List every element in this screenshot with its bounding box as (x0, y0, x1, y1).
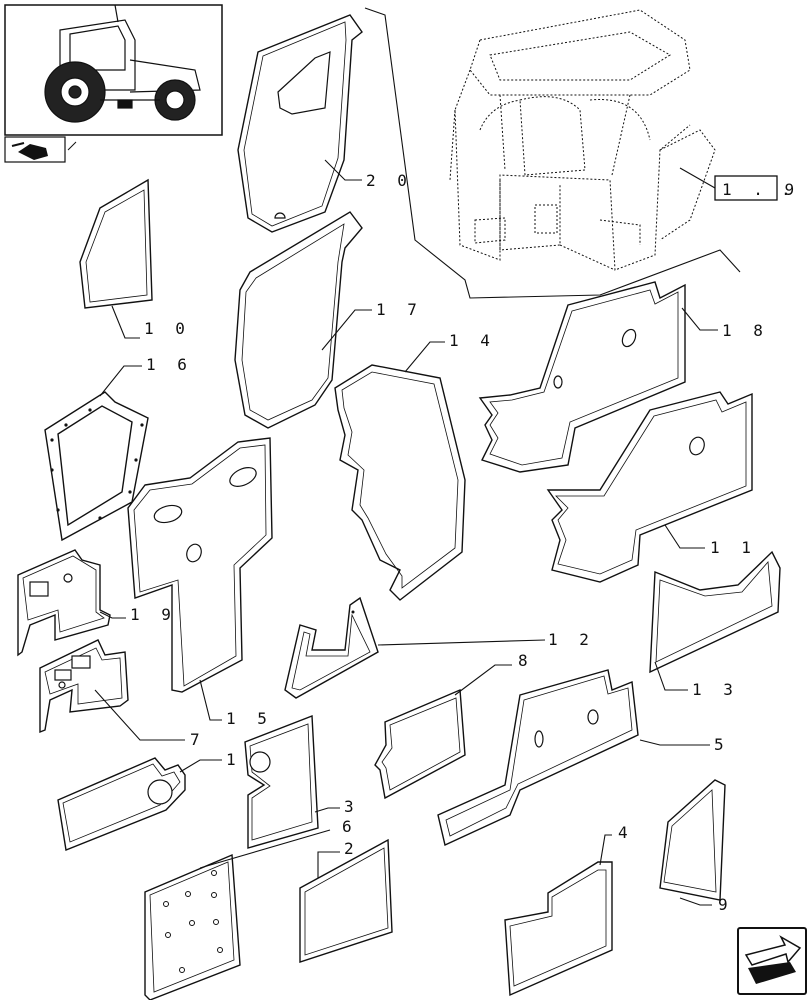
reference-box[interactable]: 1 . 9 2 . (714, 175, 812, 201)
label-17: 1 7 (376, 300, 423, 319)
book-icon[interactable] (4, 136, 77, 163)
label-7: 7 (190, 730, 206, 749)
part-15[interactable] (127, 437, 273, 693)
part-1[interactable] (57, 757, 186, 851)
part-14[interactable] (334, 364, 466, 601)
label-13: 1 3 (692, 680, 739, 699)
label-6: 6 (342, 817, 358, 836)
part-10[interactable] (79, 178, 153, 309)
arrow-next-icon[interactable] (737, 927, 807, 995)
part-20[interactable] (237, 14, 363, 233)
part-12[interactable] (284, 596, 379, 699)
label-18: 1 8 (722, 321, 769, 340)
label-9: 9 (718, 895, 734, 914)
label-19: 1 9 (130, 605, 177, 624)
part-17[interactable] (234, 211, 363, 429)
part-2[interactable] (299, 838, 393, 963)
part-19[interactable] (17, 549, 111, 657)
reference-text: 1 . 9 2 (722, 180, 812, 199)
part-18[interactable] (478, 281, 686, 473)
part-16[interactable] (44, 391, 149, 542)
part-8[interactable] (374, 688, 466, 800)
label-2: 2 (344, 839, 360, 858)
label-4: 4 (618, 823, 634, 842)
part-5[interactable] (437, 669, 639, 846)
part-3[interactable] (244, 714, 319, 849)
part-9[interactable] (659, 779, 726, 901)
part-11[interactable] (546, 391, 753, 583)
label-11: 1 1 (710, 538, 757, 557)
part-7[interactable] (39, 639, 129, 734)
label-1: 1 (226, 750, 242, 769)
label-8: 8 (518, 651, 534, 670)
part-4[interactable] (504, 861, 613, 997)
part-13[interactable] (649, 550, 781, 674)
reference-suffix: . (781, 180, 797, 199)
label-5: 5 (714, 735, 730, 754)
tractor-thumbnail[interactable] (4, 4, 223, 136)
label-20: 2 0 (366, 171, 413, 190)
part-6[interactable] (144, 853, 241, 1000)
label-14: 1 4 (449, 331, 496, 350)
label-3: 3 (344, 797, 360, 816)
cab-illustration (449, 9, 716, 271)
label-15: 1 5 (226, 709, 273, 728)
label-16: 1 6 (146, 355, 193, 374)
label-10: 1 0 (144, 319, 191, 338)
label-12: 1 2 (548, 630, 595, 649)
